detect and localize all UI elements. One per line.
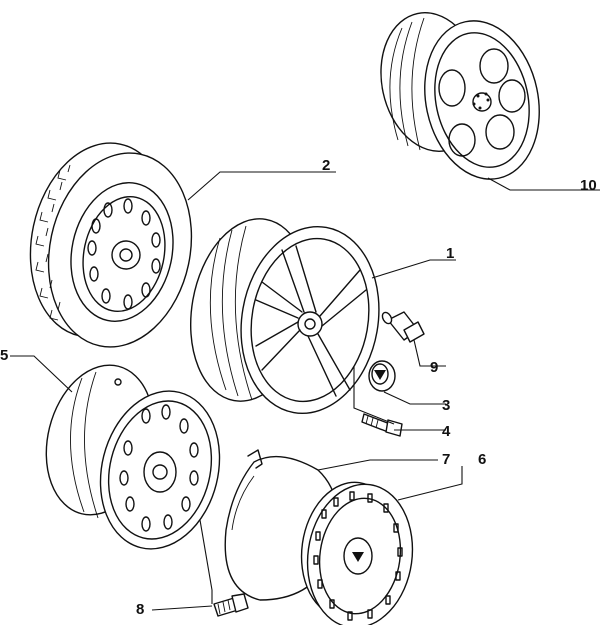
hub-cap-3 xyxy=(368,360,396,392)
callout-9: 9 xyxy=(430,359,438,376)
callout-5: 5 xyxy=(0,347,8,364)
alloy-wheel-10 xyxy=(380,12,540,180)
callout-1: 1 xyxy=(446,245,454,262)
callout-8: 8 xyxy=(136,601,144,618)
retaining-ring-7 xyxy=(224,449,339,601)
lug-bolt-8 xyxy=(213,593,249,617)
callout-4: 4 xyxy=(442,423,451,440)
leader-lines xyxy=(10,171,600,611)
callout-2: 2 xyxy=(322,157,330,174)
bolt-4 xyxy=(361,413,403,437)
callout-6: 6 xyxy=(478,451,486,468)
valve-9 xyxy=(381,311,425,343)
wheel-cover-6 xyxy=(300,481,414,625)
callout-7: 7 xyxy=(442,451,450,468)
steel-rim-5 xyxy=(45,364,221,550)
callout-10: 10 xyxy=(580,177,597,194)
alloy-wheel-1 xyxy=(189,218,380,415)
tyre-wheel-2 xyxy=(29,142,193,348)
callout-3: 3 xyxy=(442,397,450,414)
